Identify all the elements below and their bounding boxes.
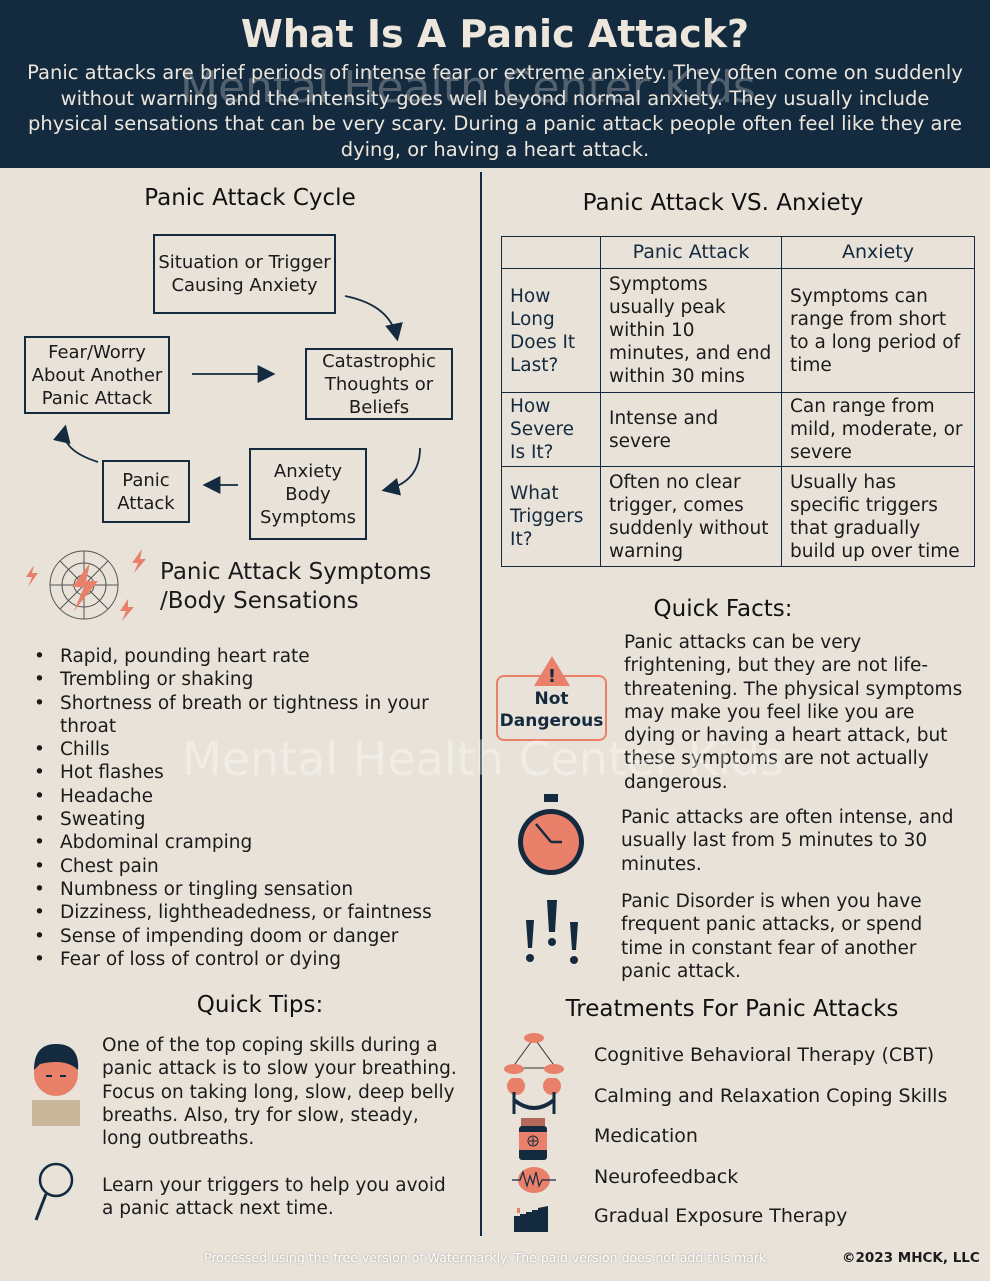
symptoms-title-line2: /Body Sensations [160, 588, 359, 614]
breathing-person-icon [32, 1044, 80, 1126]
header: What Is A Panic Attack? Panic attacks ar… [0, 0, 990, 168]
symptom-item: Trembling or shaking [34, 668, 454, 692]
symptom-item: Dizziness, lightheadedness, or faintness [34, 901, 454, 925]
brain-wave-icon [512, 1167, 556, 1193]
symptoms-title: Panic Attack Symptoms /Body Sensations [160, 558, 431, 616]
fact-panic-disorder: Panic Disorder is when you have frequent… [621, 891, 923, 982]
hammock-icon [507, 1078, 561, 1114]
anxiety-cell: Symptoms can range from short to a long … [781, 268, 975, 393]
table-row: What Triggers It? Often no clear trigger… [501, 466, 975, 567]
symptom-item: Abdominal cramping [34, 831, 454, 855]
treatment-exposure: Gradual Exposure Therapy [594, 1205, 848, 1227]
comparison-table: Panic Attack Anxiety How Long Does It La… [501, 236, 975, 567]
cycle-node-panic: Panic Attack [102, 460, 190, 523]
copyright: ©2023 MHCK, LLC [842, 1250, 980, 1266]
magnifying-glass-icon [34, 1162, 74, 1221]
symptoms-title-line1: Panic Attack Symptoms [160, 559, 432, 585]
row-label: How Long Does It Last? [501, 268, 601, 393]
symptom-item: Chills [34, 738, 454, 762]
anxiety-cell: Usually has specific triggers that gradu… [781, 466, 975, 567]
cycle-node-trigger: Situation or Trigger Causing Anxiety [153, 234, 336, 314]
symptom-item: Sense of impending doom or danger [34, 925, 454, 949]
exclamation-icon [526, 900, 578, 964]
column-divider [480, 172, 482, 1236]
anxiety-cell: Can range from mild, moderate, or severe [781, 392, 975, 467]
table-row: How Severe Is It? Intense and severe Can… [501, 392, 975, 467]
symptom-item: Hot flashes [34, 761, 454, 785]
table-header-panic: Panic Attack [600, 236, 782, 269]
badge-line1: Not [534, 689, 569, 709]
fact-not-dangerous: Panic attacks can be very frightening, b… [624, 632, 963, 793]
symptom-item: Shortness of breath or tightness in your… [34, 692, 454, 739]
panic-cell: Often no clear trigger, comes suddenly w… [600, 466, 782, 567]
row-label: What Triggers It? [501, 466, 601, 567]
treatment-cbt: Cognitive Behavioral Therapy (CBT) [594, 1044, 935, 1066]
symptom-item: Chest pain [34, 855, 454, 879]
panic-cell: Intense and severe [600, 392, 782, 467]
cycle-arrows [53, 295, 421, 496]
page-title: What Is A Panic Attack? [240, 12, 750, 56]
cycle-node-fear: Fear/Worry About Another Panic Attack [24, 336, 170, 414]
symptoms-list: Rapid, pounding heart rateTrembling or s… [34, 645, 454, 971]
symptom-item: Numbness or tingling sensation [34, 878, 454, 902]
cycle-node-thoughts: Catastrophic Thoughts or Beliefs [305, 348, 453, 420]
spiderweb-lightning-icon [26, 549, 146, 621]
cycle-title: Panic Attack Cycle [144, 185, 356, 211]
symptom-item: Headache [34, 785, 454, 809]
symptom-item: Fear of loss of control or dying [34, 948, 454, 972]
watermark-notice: Processed using the free version of Wate… [204, 1250, 771, 1265]
fact-duration: Panic attacks are often intense, and usu… [621, 807, 954, 875]
svg-text:!: ! [548, 666, 556, 687]
treatments-title: Treatments For Panic Attacks [565, 996, 899, 1022]
symptom-item: Rapid, pounding heart rate [34, 645, 454, 669]
table-header-empty [501, 236, 601, 269]
treatment-relaxation: Calming and Relaxation Coping Skills [594, 1085, 948, 1107]
row-label: How Severe Is It? [501, 392, 601, 467]
tip-triggers: Learn your triggers to help you avoid a … [102, 1175, 446, 1220]
tip-breathing: One of the top coping skills during a pa… [102, 1035, 457, 1150]
stairs-icon [514, 1206, 548, 1232]
intro-text: Panic attacks are brief periods of inten… [27, 61, 963, 161]
symptom-item: Sweating [34, 808, 454, 832]
medication-bottle-icon [519, 1118, 547, 1160]
tips-title: Quick Tips: [196, 992, 324, 1018]
table-row: How Long Does It Last? Symptoms usually … [501, 268, 975, 393]
cbt-triangle-icon [504, 1033, 564, 1074]
warning-icon: ! [534, 656, 570, 687]
cycle-node-body: Anxiety Body Symptoms [249, 448, 367, 540]
panic-cell: Symptoms usually peak within 10 minutes,… [600, 268, 782, 393]
badge-line2: Dangerous [499, 711, 604, 731]
treatment-neurofeedback: Neurofeedback [594, 1166, 739, 1188]
comparison-title: Panic Attack VS. Anxiety [582, 190, 864, 216]
facts-title: Quick Facts: [653, 596, 793, 622]
stopwatch-icon [518, 794, 584, 875]
table-header-anxiety: Anxiety [781, 236, 975, 269]
treatment-medication: Medication [594, 1125, 698, 1147]
